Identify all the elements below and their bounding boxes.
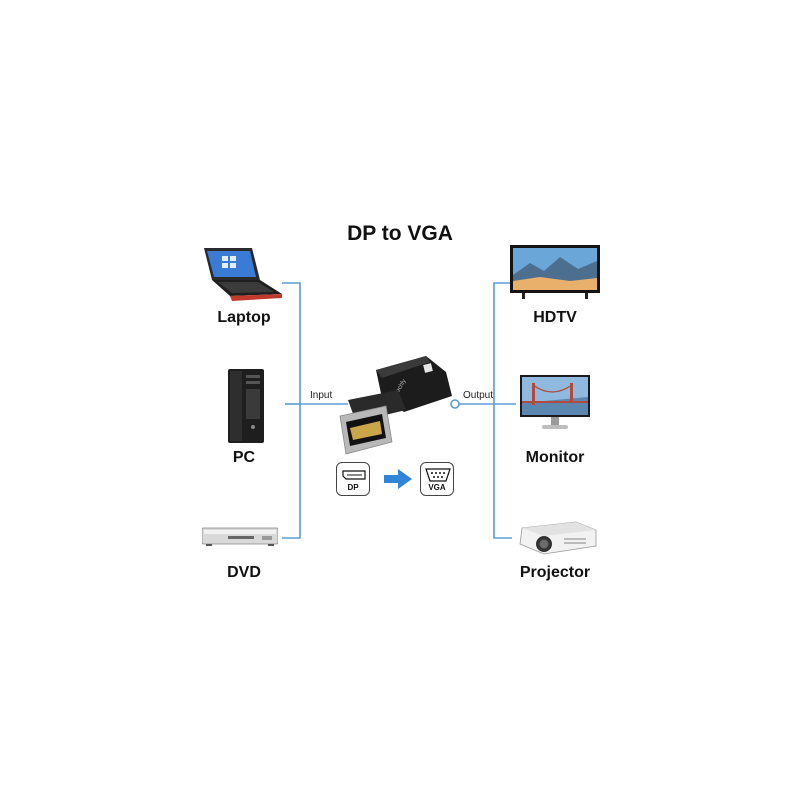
dp-to-vga-adapter-icon: techly: [326, 350, 466, 470]
conversion-arrow-icon: [384, 469, 412, 489]
dvd-player-icon: [202, 526, 278, 548]
diagram-title: DP to VGA: [347, 222, 453, 245]
vga-port-icon: [425, 468, 451, 482]
output-bracket-line: [493, 282, 512, 539]
laptop-icon: [200, 244, 284, 306]
projector-icon: [516, 514, 598, 556]
pc-label: PC: [232, 449, 256, 466]
input-label: Input: [310, 390, 333, 401]
dp-badge-label: DP: [347, 483, 359, 492]
monitor-label: Monitor: [525, 449, 585, 466]
input-bracket-line: [282, 282, 301, 539]
dp-port-icon: [342, 470, 366, 480]
pc-tower-icon: [228, 369, 264, 443]
projector-label: Projector: [519, 564, 591, 581]
output-label: Output: [463, 390, 494, 401]
vga-port-badge: VGA: [420, 462, 454, 496]
vga-badge-label: VGA: [428, 483, 446, 492]
output-port-circle: [450, 399, 460, 409]
dvd-label: DVD: [227, 564, 261, 581]
monitor-icon: [520, 375, 590, 433]
hdtv-icon: [510, 245, 600, 301]
hdtv-label: HDTV: [533, 309, 577, 326]
dp-port-badge: DP: [336, 462, 370, 496]
laptop-label: Laptop: [217, 309, 271, 326]
